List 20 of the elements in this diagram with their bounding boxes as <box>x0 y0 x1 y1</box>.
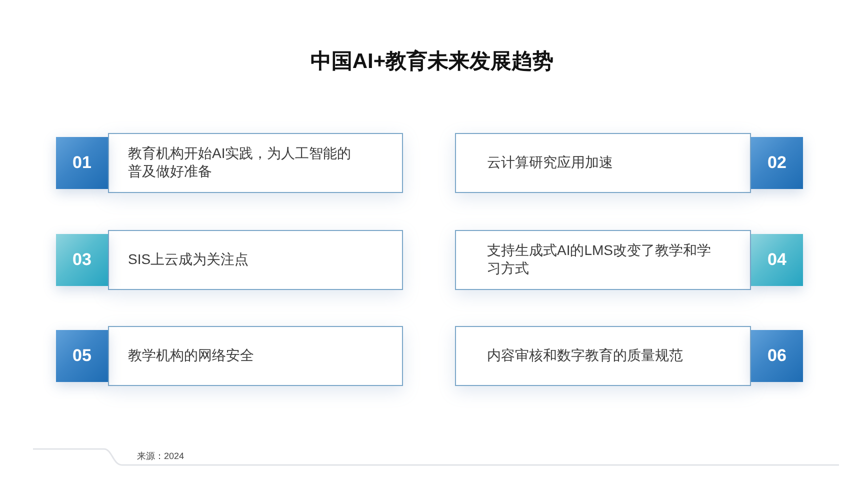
text-card <box>455 326 751 386</box>
number-tile: 05 <box>56 330 108 382</box>
number-tile: 04 <box>751 234 803 286</box>
card-text: SIS上云成为关注点 <box>128 250 249 268</box>
number-tile: 01 <box>56 137 108 189</box>
card-text: 教学机构的网络安全 <box>128 346 254 364</box>
text-card <box>108 326 403 386</box>
text-card <box>108 133 403 193</box>
card-text: 支持生成式AI的LMS改变了教学和学习方式 <box>487 240 712 276</box>
number-tile: 06 <box>751 330 803 382</box>
text-card <box>455 133 751 193</box>
source-note: 来源：2024 <box>137 450 184 462</box>
card-text: 内容审核和数字教育的质量规范 <box>487 346 683 364</box>
title: 中国AI+教育未来发展趋势 <box>309 48 555 75</box>
card-text: 云计算研究应用加速 <box>487 152 613 170</box>
number-tile: 03 <box>56 234 108 286</box>
card-text: 教育机构开始AI实践，为人工智能的普及做好准备 <box>128 144 352 180</box>
text-card <box>108 230 403 290</box>
text-card <box>455 230 751 290</box>
number-tile: 02 <box>751 137 803 189</box>
